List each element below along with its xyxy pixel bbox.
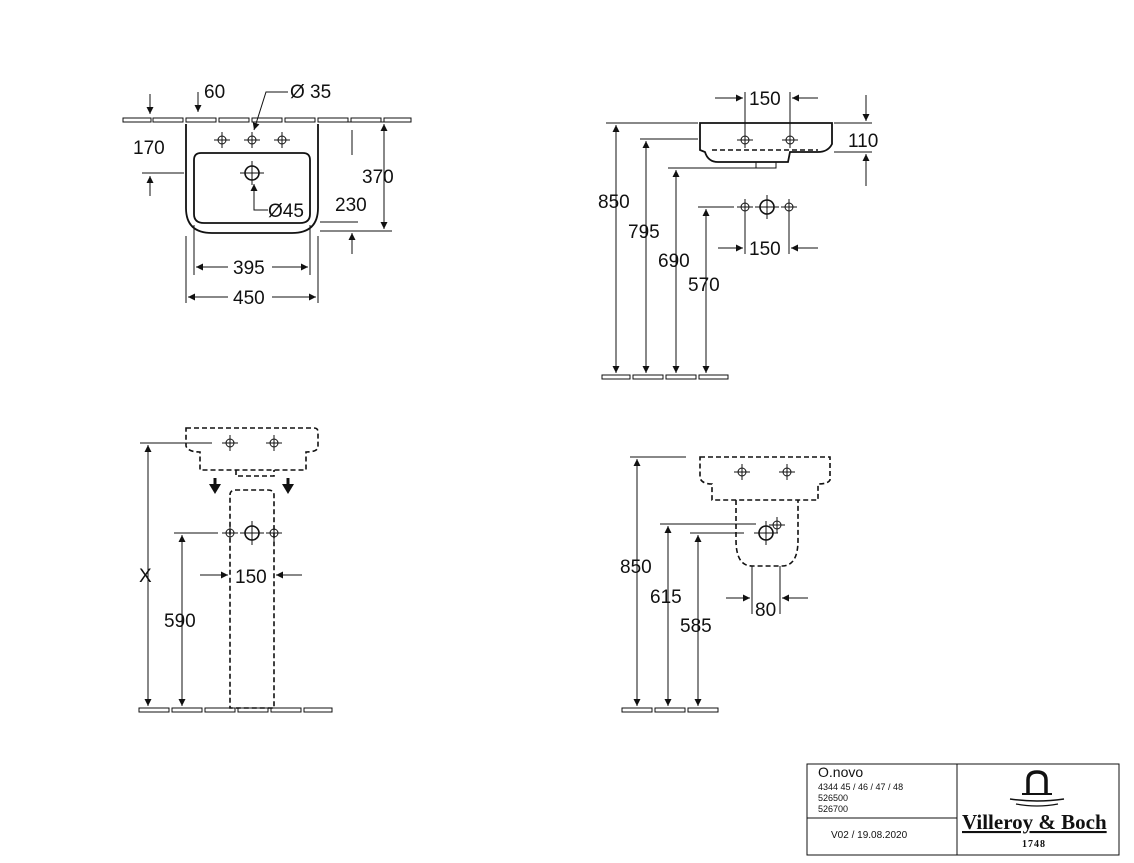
dim-395: 395 <box>233 258 265 279</box>
dim-diameter-45: Ø45 <box>268 201 304 222</box>
dim-150-pedestal: 150 <box>235 567 267 588</box>
basin-dashed <box>185 427 319 471</box>
dim-80: 80 <box>755 600 776 621</box>
down-arrow-icon <box>209 478 294 494</box>
pedestal-dashed <box>229 489 275 709</box>
dim-450: 450 <box>233 288 265 309</box>
dim-110: 110 <box>848 131 878 152</box>
faucet-logo-icon <box>1009 770 1065 807</box>
semi-pedestal-dashed <box>735 500 799 567</box>
dim-850-semi: 850 <box>620 557 652 578</box>
basin-outline <box>185 124 319 234</box>
dim-795: 795 <box>628 222 660 243</box>
version-date: V02 / 19.08.2020 <box>831 830 908 841</box>
brand-name: Villeroy & Boch <box>962 810 1107 834</box>
dim-150-top: 150 <box>749 89 781 110</box>
semi-pedestal-view: 850 615 585 80 <box>620 456 831 713</box>
dim-230: 230 <box>335 195 367 216</box>
dim-370: 370 <box>362 167 394 188</box>
brand-year: 1748 <box>1022 839 1046 850</box>
article-numbers-3: 526700 <box>818 804 848 814</box>
dim-590: 590 <box>164 611 196 632</box>
dim-585: 585 <box>680 616 712 637</box>
dim-850: 850 <box>598 192 630 213</box>
dim-diameter-35: Ø 35 <box>290 82 331 103</box>
dim-615: 615 <box>650 587 682 608</box>
dim-690: 690 <box>658 251 690 272</box>
basin-profile <box>699 122 833 163</box>
article-numbers-1: 4344 45 / 46 / 47 / 48 <box>818 782 903 792</box>
basin-bowl <box>193 152 311 224</box>
wall-strip <box>122 117 412 123</box>
pedestal-view: X 590 150 <box>138 427 333 713</box>
dim-150-mid: 150 <box>749 239 781 260</box>
dim-60: 60 <box>204 82 225 103</box>
title-block: O.novo 4344 45 / 46 / 47 / 48 526500 526… <box>806 763 1120 856</box>
dim-170: 170 <box>133 138 165 159</box>
side-view: 150 110 850 795 690 150 570 <box>598 89 878 380</box>
dim-570: 570 <box>688 275 720 296</box>
article-numbers-2: 526500 <box>818 793 848 803</box>
product-name: O.novo <box>818 764 863 780</box>
top-view: 60 Ø 35 170 370 230 Ø45 395 450 <box>122 82 412 309</box>
dim-x: X <box>139 566 152 587</box>
basin-dashed <box>699 456 831 501</box>
